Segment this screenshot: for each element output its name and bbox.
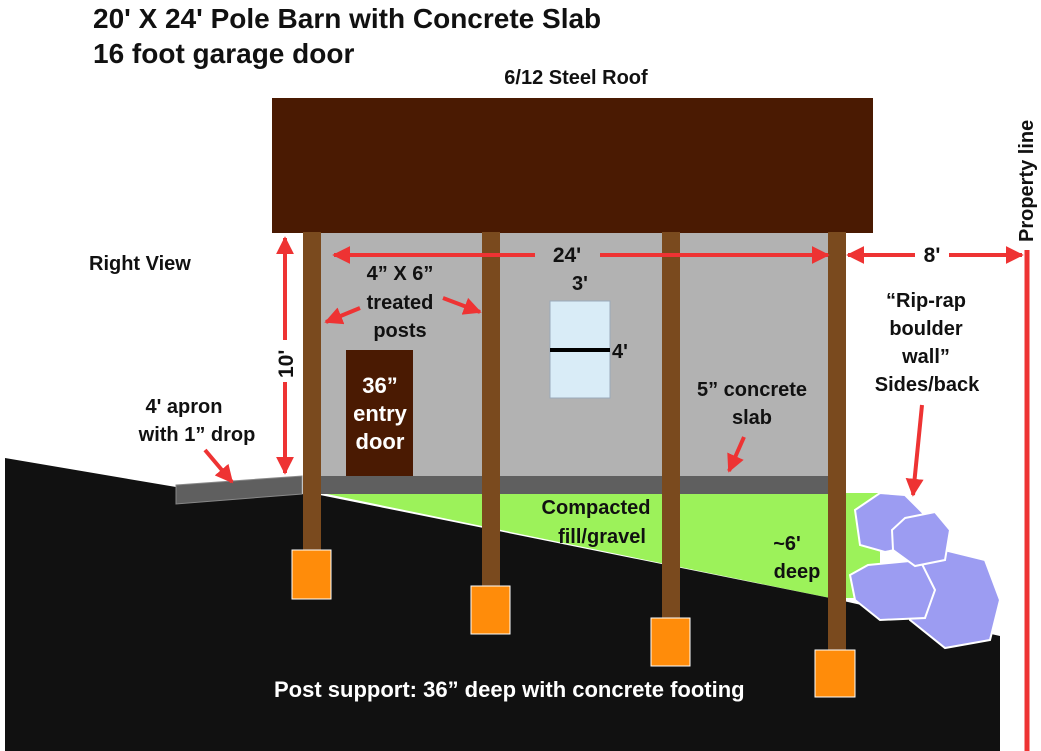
property-line-label: Property line [1016,120,1038,242]
post-4 [828,232,846,652]
fill-label-2: fill/gravel [558,526,646,548]
posts-label-1: 4” X 6” [367,263,434,285]
window-height-label: 4' [612,341,628,363]
steel-roof [272,98,873,233]
footing-3 [650,617,691,667]
depth-label-1: ~6' [773,533,801,555]
compacted-fill [322,493,880,598]
post-pointer-right [442,296,482,315]
riprap-label-4: Sides/back [875,374,980,396]
posts-label-2: treated [367,292,434,314]
setback-label-bg [915,241,949,267]
door-label-3: door [356,429,405,454]
entry-door [346,350,413,476]
post-3 [662,232,680,622]
riprap-label-2: boulder [889,318,963,340]
footing-2 [470,585,511,635]
apron [175,475,303,505]
post-pointer-left [324,306,361,325]
post-1 [303,232,321,552]
apron-label-1: 4' apron [146,396,223,418]
width-label-bg [535,240,600,268]
door-label-1: 36” [362,373,397,398]
apron-pointer [203,448,234,484]
fill-label-1: Compacted [542,497,651,519]
setback-label: 8' [924,244,941,267]
window-width-label: 3' [572,273,588,295]
concrete-slab [303,476,830,494]
title-line2: 16 foot garage door [93,38,354,69]
posts-label-3: posts [373,320,426,342]
width-label: 24' [553,244,581,267]
depth-label-2: deep [774,561,821,583]
footing-1 [291,549,332,600]
riprap-label-1: “Rip-rap [886,290,966,312]
footing-4 [814,649,856,698]
footing-label: Post support: 36” deep with concrete foo… [274,677,745,702]
riprap-label-3: wall” [901,346,950,368]
height-label: 10' [275,350,298,378]
riprap-boulders [848,491,1002,650]
slab-label-1: 5” concrete [697,379,807,401]
door-label-2: entry [353,401,408,426]
slab-pointer [727,436,746,473]
view-label: Right View [89,253,191,275]
title-line1: 20' X 24' Pole Barn with Concrete Slab [93,3,601,34]
roof-label: 6/12 Steel Roof [504,67,648,89]
post-2 [482,232,500,587]
apron-label-2: with 1” drop [138,424,256,446]
slab-label-2: slab [732,407,772,429]
height-label-bg [273,340,297,382]
riprap-pointer [905,404,924,497]
